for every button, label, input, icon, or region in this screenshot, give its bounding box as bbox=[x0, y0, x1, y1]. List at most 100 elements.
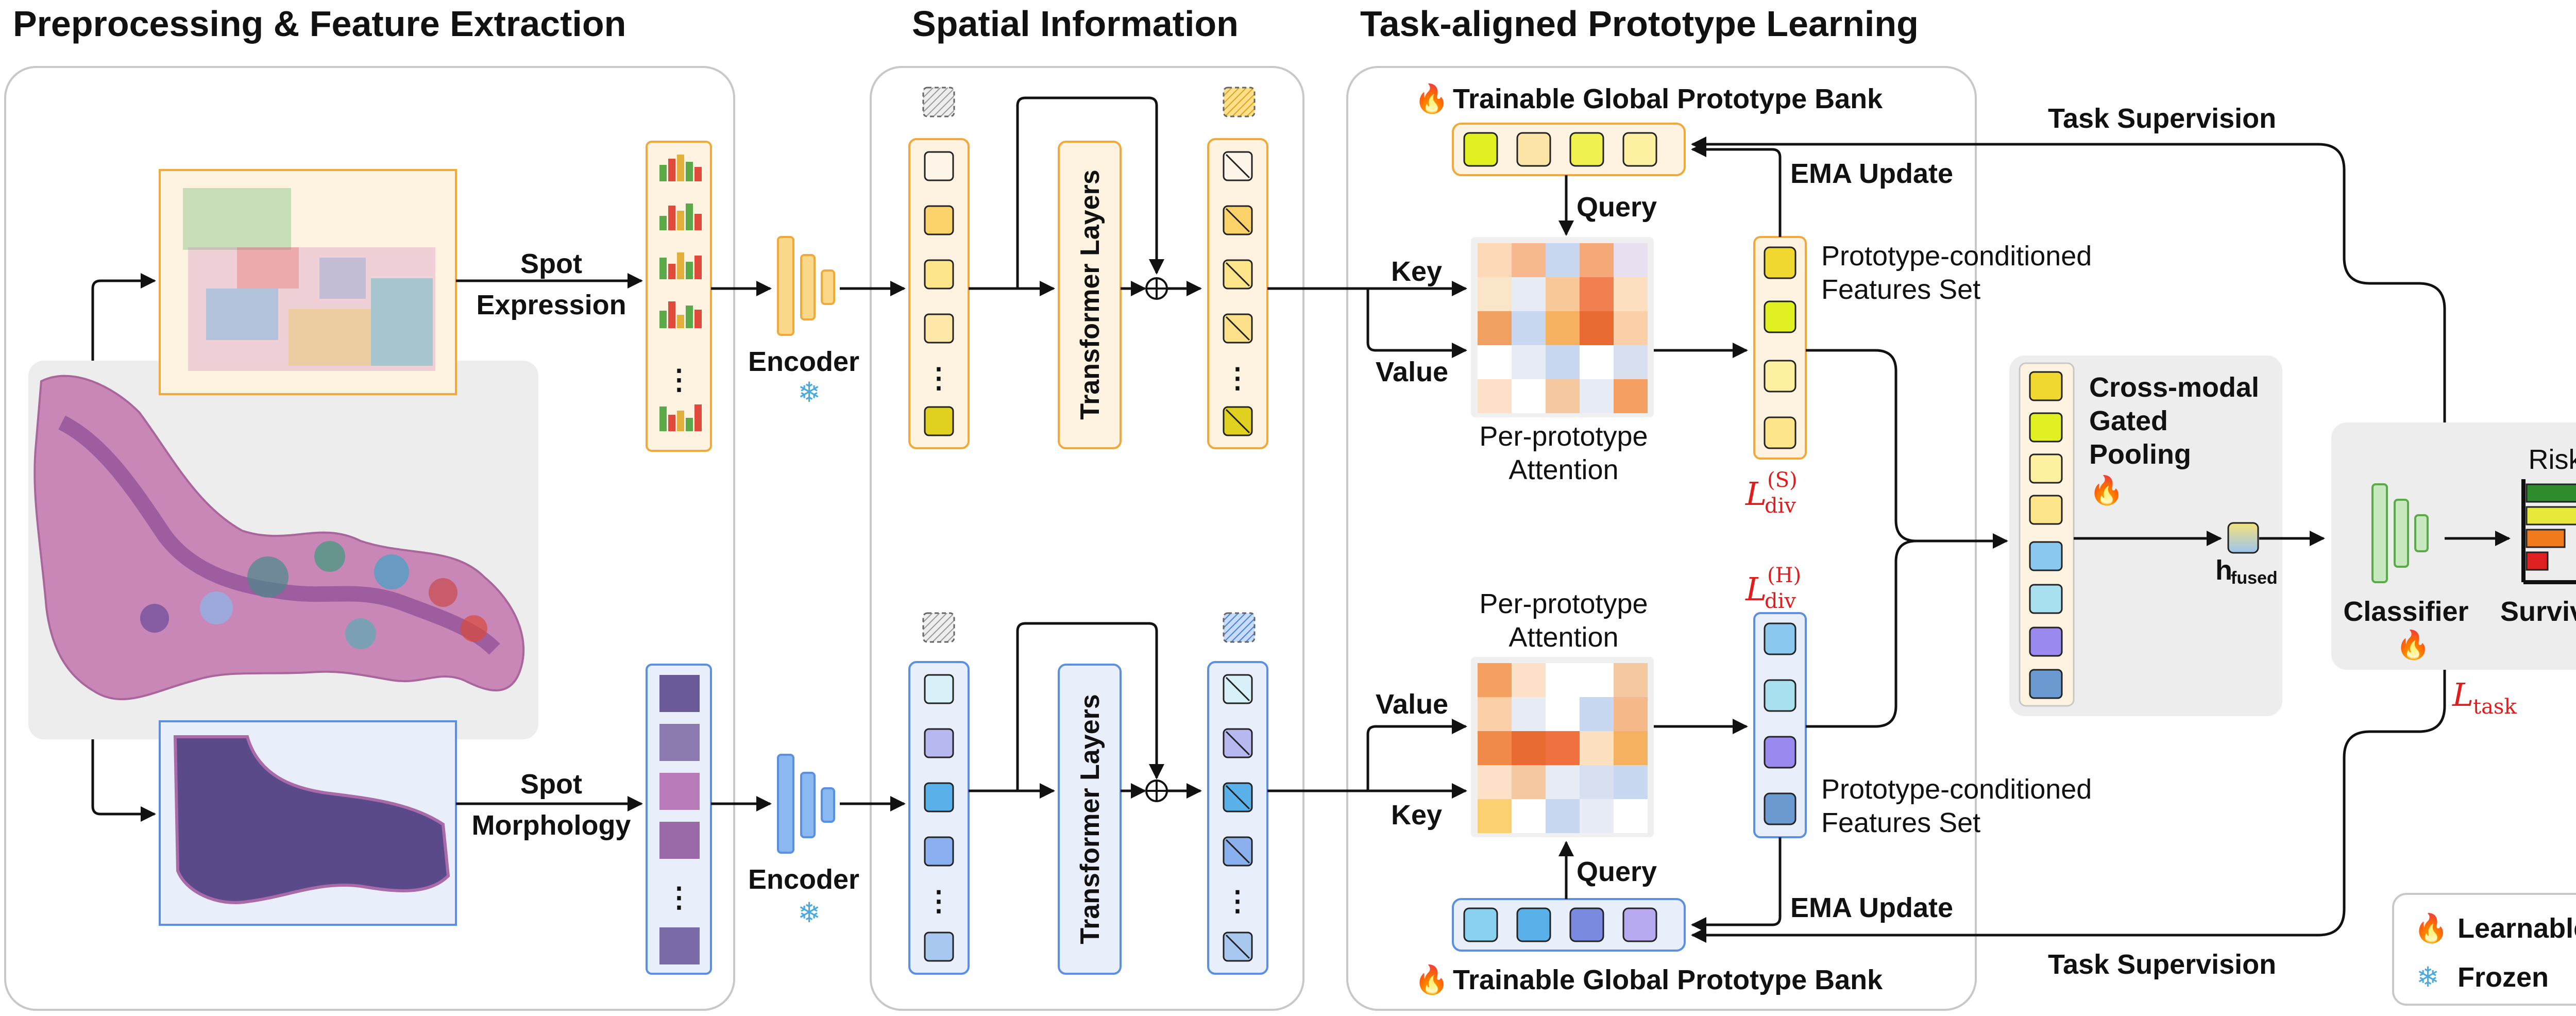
attention-map-bottom bbox=[1478, 663, 1648, 833]
morphology-encoder bbox=[777, 754, 835, 854]
tissue-image-group bbox=[28, 169, 538, 926]
ema-update-label-top: EMA Update bbox=[1790, 158, 1953, 189]
attention-cell bbox=[1546, 663, 1580, 697]
attention-cell bbox=[1478, 663, 1512, 697]
query-label-bottom: Query bbox=[1577, 856, 1657, 887]
value-label-bottom: Value bbox=[1376, 689, 1448, 720]
key-label-bottom: Key bbox=[1391, 800, 1442, 831]
encoder-label-top: Encoder bbox=[748, 346, 859, 377]
spatial-hatched-token-bottom-left bbox=[922, 612, 955, 643]
attention-cell bbox=[1546, 697, 1580, 731]
risk-bar bbox=[2526, 483, 2576, 503]
snowflake-icon: ❄ bbox=[798, 898, 821, 928]
section-title-prototype: Task-aligned Prototype Learning bbox=[1360, 4, 1919, 44]
spatial-hatched-token-top-left bbox=[922, 87, 955, 117]
risk-bar bbox=[2526, 529, 2566, 548]
attention-cell bbox=[1478, 731, 1512, 765]
spatial-output-column-bottom bbox=[1207, 661, 1268, 975]
key-label-top: Key bbox=[1391, 256, 1442, 287]
spatial-token-column-bottom bbox=[908, 661, 970, 975]
proto-conditioned-label-bottom-1: Prototype-conditioned bbox=[1821, 774, 2092, 805]
attention-cell bbox=[1478, 799, 1512, 833]
svg-text:div: div bbox=[1765, 589, 1796, 613]
spatial-tokens-top bbox=[924, 151, 954, 436]
ema-update-label-bottom: EMA Update bbox=[1790, 892, 1953, 923]
h-fused-token bbox=[2227, 522, 2259, 554]
spatial-hatched-token-bottom-right bbox=[1223, 612, 1256, 643]
attention-cell bbox=[1546, 379, 1580, 413]
flame-icon: 🔥 bbox=[2414, 912, 2448, 944]
attention-cell bbox=[1512, 311, 1546, 345]
prototype-bank-bottom-tokens bbox=[1463, 907, 1657, 942]
spatial-output-column-top bbox=[1207, 138, 1268, 449]
cross-modal-label-2: Gated bbox=[2089, 405, 2168, 436]
morphology-ellipsis: ⋮ bbox=[665, 882, 693, 913]
svg-text:L: L bbox=[1745, 475, 1767, 513]
query-label-top: Query bbox=[1577, 192, 1657, 223]
attention-cell bbox=[1478, 765, 1512, 799]
attention-cell bbox=[1614, 799, 1648, 833]
spot-label-bottom: Spot bbox=[520, 769, 582, 800]
spatial-ellipsis-top-left: ⋮ bbox=[925, 363, 953, 394]
attention-cell bbox=[1614, 243, 1648, 277]
transformer-layers-top bbox=[1058, 141, 1122, 449]
loss-div-s: L div (S) bbox=[1745, 468, 1798, 518]
expression-encoder bbox=[777, 236, 835, 336]
classifier-icon bbox=[2371, 483, 2429, 583]
section-title-preprocessing: Preprocessing & Feature Extraction bbox=[13, 4, 626, 44]
task-supervision-label-top: Task Supervision bbox=[2048, 103, 2276, 134]
attention-cell bbox=[1478, 243, 1512, 277]
risk-bar bbox=[2526, 506, 2576, 526]
morphology-tissue bbox=[173, 735, 450, 904]
attention-cell bbox=[1580, 345, 1614, 379]
gene-bar-icons bbox=[659, 155, 702, 431]
spatial-panel bbox=[870, 66, 1304, 1011]
cross-modal-label-3: Pooling bbox=[2089, 439, 2191, 470]
attention-cell bbox=[1478, 277, 1512, 311]
attention-label-top: Attention bbox=[1509, 454, 1618, 485]
spatial-output-tokens-top bbox=[1223, 151, 1253, 436]
attention-cell bbox=[1512, 697, 1546, 731]
value-label-top: Value bbox=[1376, 357, 1448, 387]
fused-tokens bbox=[2029, 371, 2063, 699]
expression-label: Expression bbox=[476, 290, 626, 320]
attention-cell bbox=[1546, 311, 1580, 345]
per-prototype-label-bottom: Per-prototype bbox=[1479, 588, 1648, 619]
transformer-layers-bottom bbox=[1058, 664, 1122, 975]
risk-bar bbox=[2526, 551, 2549, 571]
attention-cell bbox=[1580, 243, 1614, 277]
attention-cell bbox=[1614, 663, 1648, 697]
attention-cell bbox=[1580, 379, 1614, 413]
patch-icons bbox=[659, 675, 700, 964]
proto-conditioned-label-top-2: Features Set bbox=[1821, 274, 1980, 305]
loss-task: L task bbox=[2452, 676, 2517, 719]
transformer-label-top: Transformer Layers bbox=[1075, 170, 1105, 420]
cross-modal-label-1: Cross-modal bbox=[2089, 372, 2259, 403]
spatial-tokens-bottom bbox=[924, 674, 954, 962]
h-fused-label: h fused bbox=[2215, 555, 2278, 588]
survival-label: Survival bbox=[2500, 596, 2576, 627]
spatial-output-tokens-bottom bbox=[1223, 674, 1253, 962]
attention-cell bbox=[1478, 311, 1512, 345]
attention-cell bbox=[1546, 731, 1580, 765]
transformer-label-bottom: Transformer Layers bbox=[1075, 694, 1105, 944]
per-prototype-label-top: Per-prototype bbox=[1479, 421, 1648, 452]
attention-cell bbox=[1546, 345, 1580, 379]
flame-icon: 🔥 bbox=[1414, 83, 1449, 114]
trainable-bank-label-top: Trainable Global Prototype Bank bbox=[1453, 83, 1883, 114]
encoder-label-bottom: Encoder bbox=[748, 864, 859, 895]
task-supervision-label-bottom: Task Supervision bbox=[2048, 949, 2276, 980]
risk-bars bbox=[2521, 479, 2576, 584]
svg-text:(H): (H) bbox=[1767, 564, 1801, 587]
svg-text:div: div bbox=[1765, 494, 1796, 518]
attention-cell bbox=[1478, 379, 1512, 413]
attention-cell bbox=[1546, 277, 1580, 311]
attention-cell bbox=[1614, 311, 1648, 345]
attention-cell bbox=[1614, 697, 1648, 731]
attention-cell bbox=[1614, 731, 1648, 765]
spatial-hatched-token-top-right bbox=[1223, 87, 1256, 117]
cross-modal-pooling-panel bbox=[2009, 355, 2282, 716]
classifier-label: Classifier bbox=[2343, 596, 2468, 627]
attention-cell bbox=[1512, 345, 1546, 379]
